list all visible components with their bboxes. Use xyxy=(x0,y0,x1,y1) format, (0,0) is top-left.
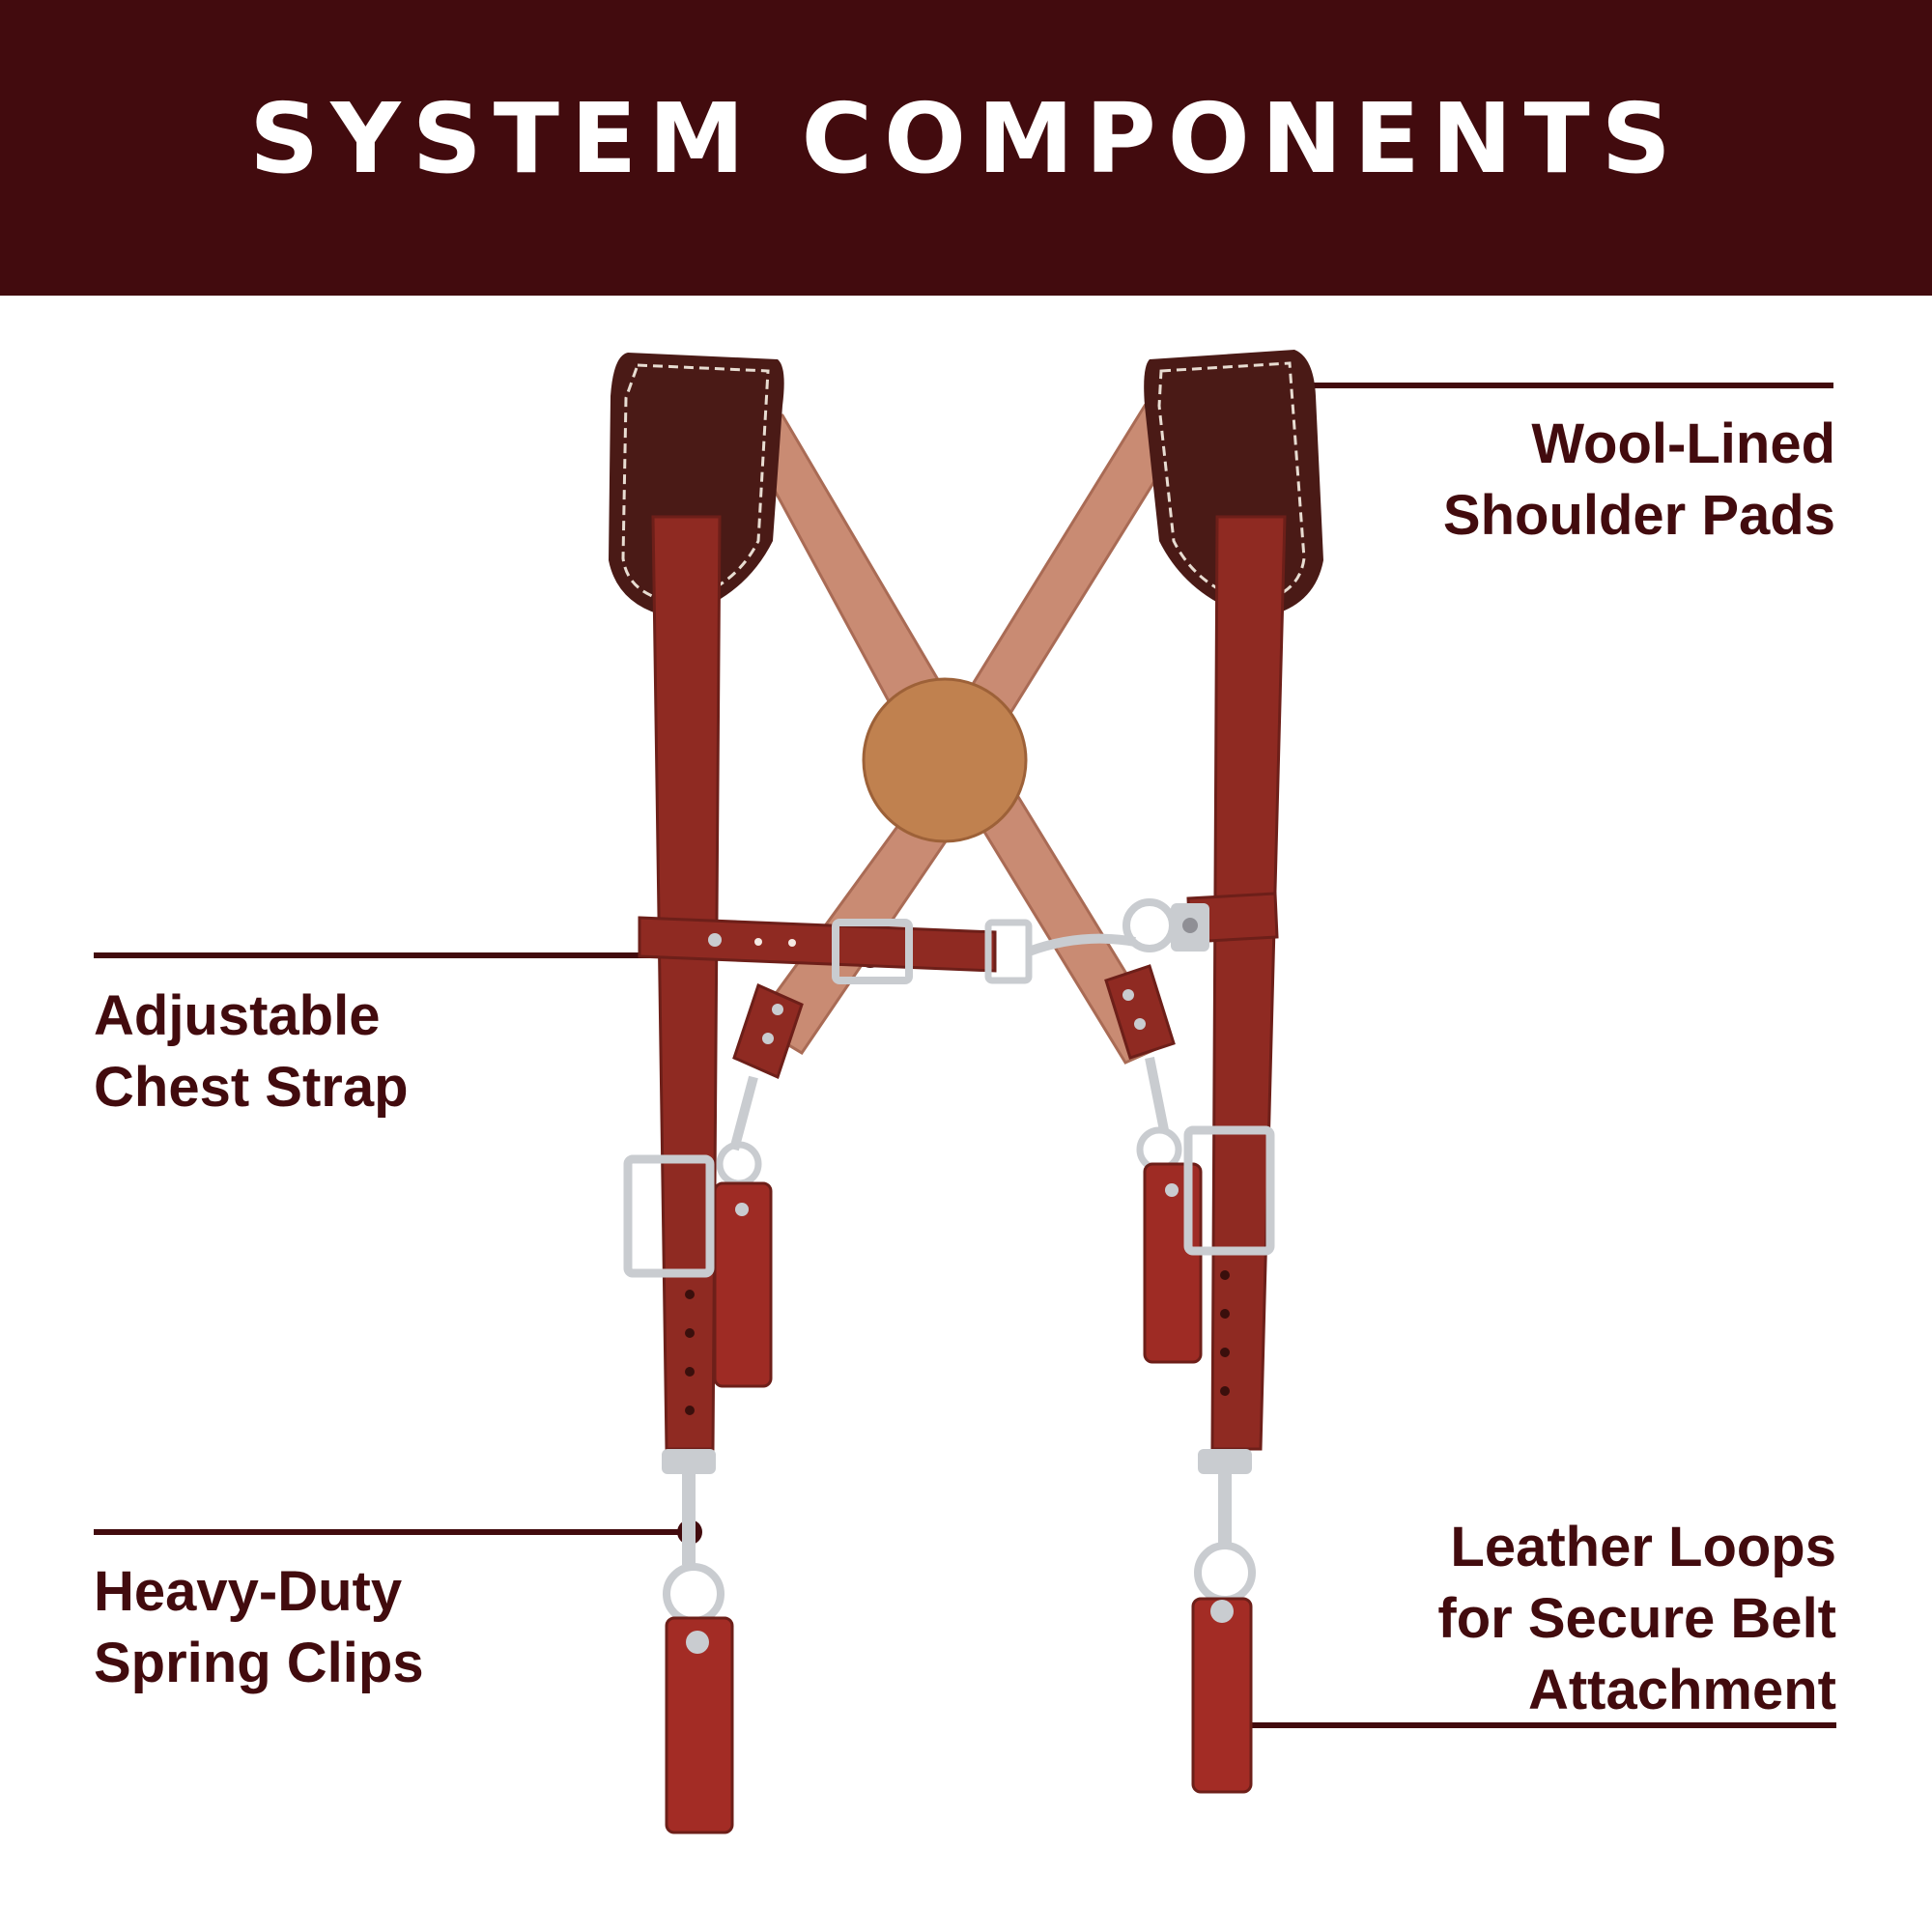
center-patch xyxy=(862,677,1028,843)
callout-leather-loops-line2: for Secure Belt xyxy=(1437,1587,1836,1650)
callout-leather-loops-line3: Attachment xyxy=(1527,1659,1836,1721)
callout-chest-strap-line2: Chest Strap xyxy=(94,1056,409,1119)
left-bottom-loop xyxy=(665,1616,734,1834)
callout-spring-clips-line1: Heavy-Duty xyxy=(94,1560,403,1623)
back-cross-straps xyxy=(731,403,1185,1065)
callout-leather-loops-line1: Leather Loops xyxy=(1450,1516,1836,1578)
left-main-strap xyxy=(651,515,722,1451)
right-main-strap xyxy=(1210,515,1287,1451)
callout-leather-loops: Leather Loops for Secure Belt Attachment xyxy=(1437,1512,1836,1726)
callout-chest-strap: Adjustable Chest Strap xyxy=(94,980,409,1123)
right-strap-buckle xyxy=(1183,1125,1275,1256)
callout-shoulder-pads-line1: Wool-Lined xyxy=(1531,412,1835,475)
header-banner: SYSTEM COMPONENTS xyxy=(0,0,1932,296)
left-strap-buckle xyxy=(623,1154,715,1278)
chest-strap xyxy=(638,892,1279,984)
right-side-tab xyxy=(1104,964,1182,1173)
callout-shoulder-pads: Wool-Lined Shoulder Pads xyxy=(1443,409,1835,552)
chest-buckle xyxy=(832,919,913,984)
callout-spring-clips-line2: Spring Clips xyxy=(94,1632,424,1694)
callout-shoulder-pads-line2: Shoulder Pads xyxy=(1442,484,1835,547)
callout-spring-clips: Heavy-Duty Spring Clips xyxy=(94,1556,424,1699)
left-short-loop xyxy=(713,1181,773,1388)
right-bottom-loop xyxy=(1191,1597,1253,1794)
right-spring-clip xyxy=(1194,1449,1256,1604)
callout-chest-strap-line1: Adjustable xyxy=(94,984,381,1047)
page-title: SYSTEM COMPONENTS xyxy=(249,82,1683,195)
left-side-tab xyxy=(716,982,804,1187)
